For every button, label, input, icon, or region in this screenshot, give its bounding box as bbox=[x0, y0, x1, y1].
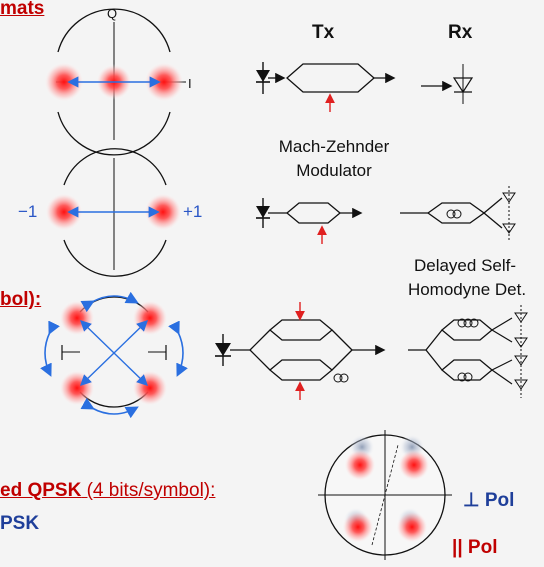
qpsk-receiver bbox=[408, 305, 528, 398]
ook-transmitter bbox=[256, 62, 396, 112]
bpsk-receiver bbox=[400, 186, 516, 240]
bpsk-constellation bbox=[45, 148, 182, 277]
tx-column-header: Tx bbox=[312, 22, 335, 43]
i-axis-label: I bbox=[188, 76, 192, 91]
heading-dp-qpsk-main: ed QPSK bbox=[0, 480, 82, 501]
rx-column-header: Rx bbox=[448, 22, 473, 43]
mzm-caption-line1: Mach-Zehnder bbox=[278, 137, 390, 156]
qpsk-transmitter bbox=[215, 302, 386, 400]
q-axis-label: Q bbox=[107, 6, 118, 21]
qpsk-constellation bbox=[40, 291, 188, 419]
parallel-pol-label: || Pol bbox=[452, 537, 498, 558]
ook-constellation bbox=[44, 8, 186, 156]
dsh-caption-line2: Homodyne Det. bbox=[407, 280, 527, 299]
heading-dp-qpsk-line2: PSK bbox=[0, 513, 40, 534]
heading-qpsk-bits: bol): bbox=[0, 289, 42, 310]
dp-qpsk-constellation bbox=[318, 430, 452, 560]
plus-one-label: +1 bbox=[183, 202, 203, 221]
heading-dp-qpsk: ed QPSK (4 bits/symbol): bbox=[0, 480, 215, 502]
minus-one-label: −1 bbox=[18, 202, 38, 221]
heading-formats: mats bbox=[0, 0, 45, 19]
perp-pol-label: ⊥ Pol bbox=[463, 490, 515, 511]
mzm-caption-line2: Modulator bbox=[296, 161, 372, 180]
bpsk-transmitter bbox=[256, 198, 363, 244]
heading-dp-qpsk-suffix: (4 bits/symbol): bbox=[81, 480, 216, 501]
dsh-caption-line1: Delayed Self- bbox=[413, 256, 517, 275]
ook-receiver bbox=[421, 64, 474, 104]
